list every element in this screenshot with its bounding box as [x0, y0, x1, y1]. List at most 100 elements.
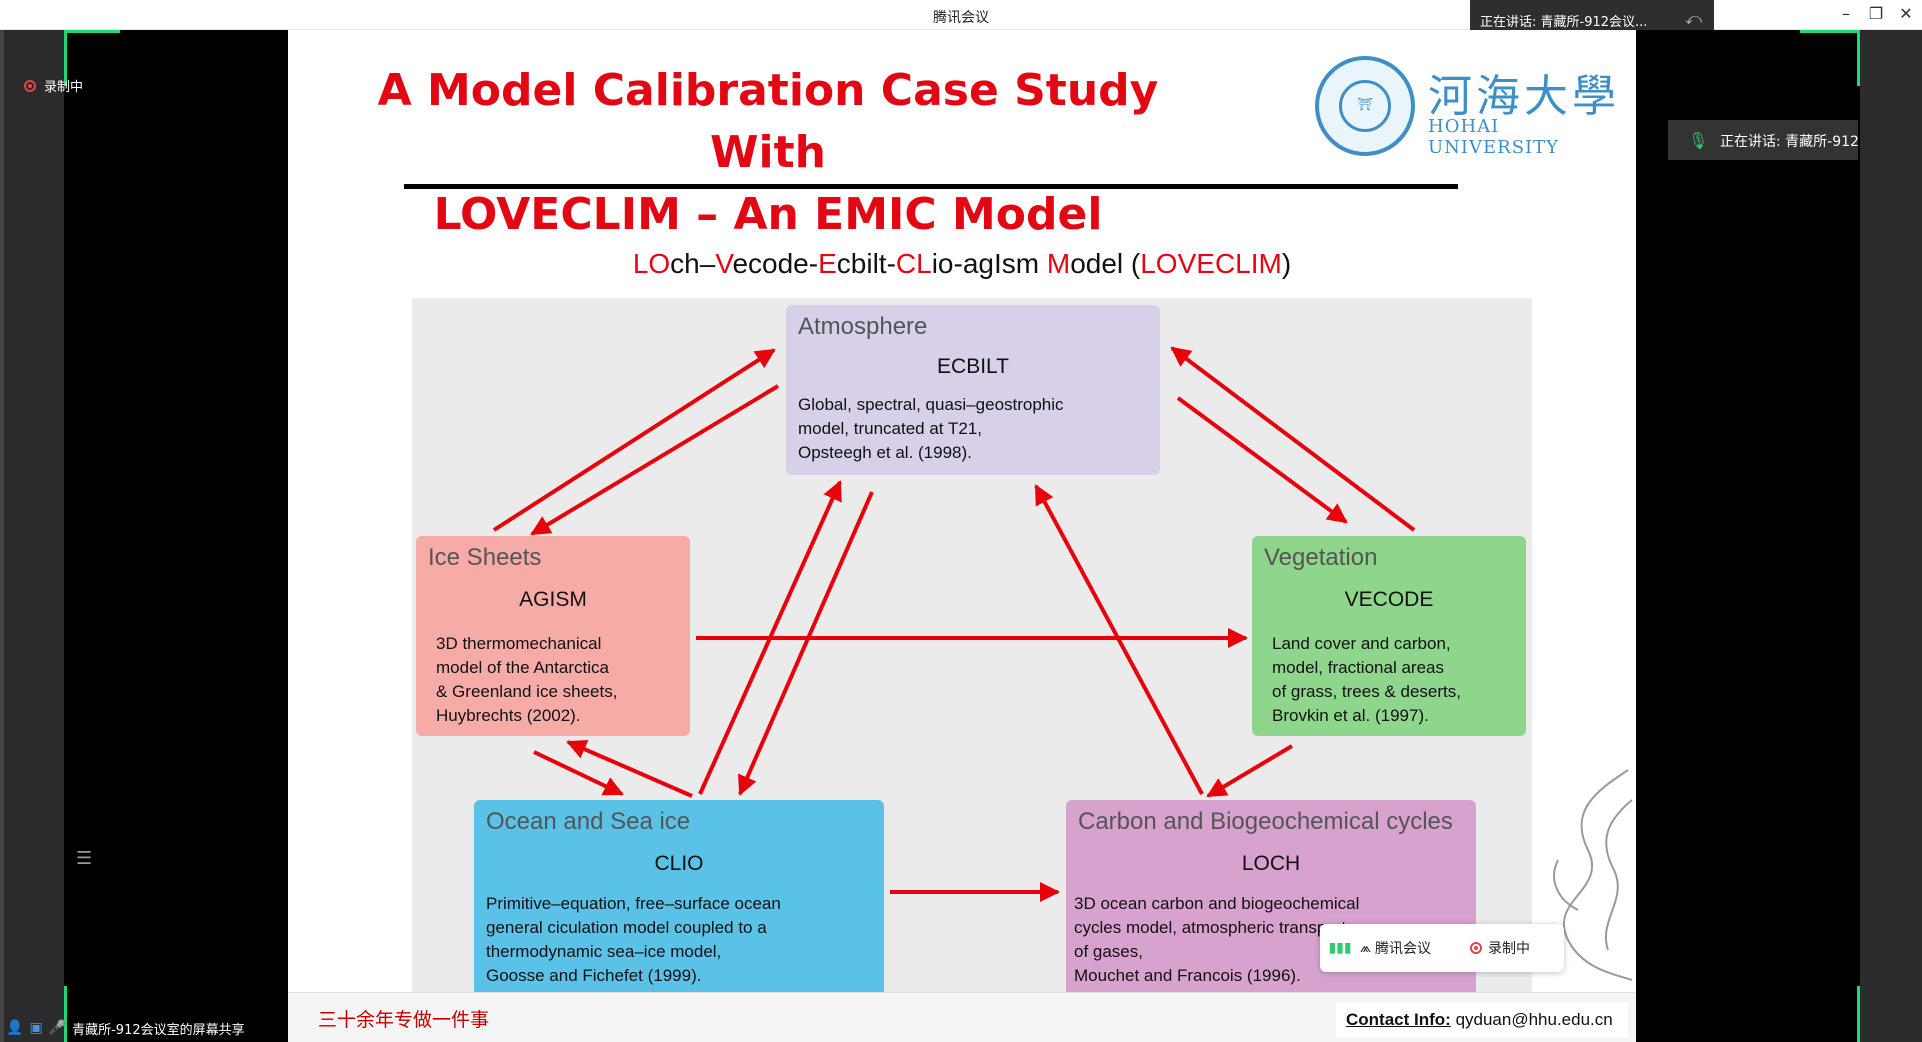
desc-line: Opsteegh et al. (1998).	[798, 443, 972, 462]
box-model-name: ECBILT	[937, 355, 1009, 378]
arrow-carbon-to-atm	[1034, 484, 1204, 795]
desc-line: Mouchet and Francois (1996).	[1074, 966, 1301, 985]
desc-line: general ciculation model coupled to a	[486, 918, 767, 937]
tencent-meeting-logo: ⩕	[1360, 940, 1372, 956]
vegetation-box: Vegetation VECODE Land cover and carbon,…	[1252, 536, 1526, 736]
title-divider	[404, 184, 1458, 189]
desc-line: 3D ocean carbon and biogeochemical	[1074, 894, 1360, 913]
subtitle-part: io-agIsm	[931, 248, 1047, 279]
desc-line: cycles model, atmospheric transport	[1074, 918, 1347, 937]
ice-sheets-box: Ice Sheets AGISM 3D thermomechanical mod…	[416, 536, 690, 736]
subtitle-part: CL	[895, 248, 932, 279]
mic-icon: 🎤	[48, 1020, 67, 1036]
share-status-text: 青藏所-912会议室的屏幕共享	[72, 1022, 245, 1038]
seal-inner: ⛩	[1339, 80, 1391, 132]
recording-float-label: 录制中	[1488, 941, 1530, 957]
recording-indicator: 录制中	[24, 76, 83, 95]
meeting-floating-bar[interactable]: ▮▮▮ ⩕ 腾讯会议 录制中	[1320, 924, 1564, 972]
desc-line: & Greenland ice sheets,	[436, 682, 618, 701]
mic-icon: 🎙	[1688, 131, 1709, 150]
user-icon: 👤	[6, 1020, 24, 1036]
subtitle-part: cbilt-	[836, 248, 896, 279]
speaking-indicator-right: 🎙 正在讲话: 青藏所-912会	[1668, 120, 1858, 160]
record-icon	[24, 79, 36, 92]
slide-title-line2: LOVECLIM – An EMIC Model	[433, 189, 1103, 240]
subtitle-part: )	[1281, 248, 1292, 279]
desc-line: 3D thermomechanical	[436, 634, 602, 653]
subtitle-part: V	[715, 248, 733, 279]
speaking-text: 正在讲话: 青藏所-912会议...	[1480, 15, 1648, 30]
contact-label: Contact Info:	[1346, 1010, 1451, 1029]
box-model-name: CLIO	[654, 852, 704, 875]
subtitle-part: ecode-	[732, 248, 819, 279]
subtitle-part: odel (	[1070, 248, 1141, 279]
arrow-veg-to-carbon	[1206, 744, 1294, 798]
slide-title-line1: A Model Calibration Case Study With	[377, 65, 1159, 178]
box-model-name: VECODE	[1344, 588, 1434, 611]
arrow-atm-to-veg	[1176, 396, 1348, 524]
signal-icon: ▮▮▮	[1328, 940, 1352, 956]
record-icon	[1470, 942, 1482, 954]
arrow-veg-to-atm	[1170, 346, 1416, 532]
logo-english-name: HOHAI UNIVERSITY	[1428, 116, 1560, 158]
brand-label: 腾讯会议	[1375, 941, 1432, 957]
subtitle-part: LOVECLIM	[1140, 248, 1282, 279]
speaking-indicator-top: 正在讲话: 青藏所-912会议... ⤺	[1470, 0, 1714, 37]
window-title: 腾讯会议	[933, 10, 989, 26]
left-edge	[0, 30, 4, 1042]
right-panel	[1860, 30, 1922, 1042]
share-status: 👤 ▣ 🎤 青藏所-912会议室的屏幕共享	[0, 1014, 290, 1042]
active-frame-corner	[64, 30, 120, 33]
box-header: Atmosphere	[798, 313, 928, 340]
box-header: Vegetation	[1264, 544, 1378, 571]
dragon-watermark	[1553, 769, 1633, 981]
contact-email: qyduan@hhu.edu.cn	[1455, 1010, 1613, 1029]
restore-icon[interactable]: ❐	[1868, 4, 1884, 23]
hohai-seal-logo: ⛩	[1315, 56, 1415, 156]
box-model-name: LOCH	[1241, 852, 1301, 875]
speaking-right-text: 正在讲话: 青藏所-912会	[1720, 134, 1858, 150]
desc-line: Huybrechts (2002).	[436, 706, 581, 725]
desc-line: Brovkin et al. (1997).	[1272, 706, 1429, 725]
box-header: Ocean and Sea ice	[486, 808, 691, 835]
active-frame-corner	[1857, 30, 1860, 86]
logo-chinese-name: 河海大學	[1428, 71, 1620, 122]
minimize-icon[interactable]: –	[1842, 4, 1850, 23]
desc-line: Land cover and carbon,	[1272, 634, 1451, 653]
slide-title: A Model Calibration Case Study With LOVE…	[318, 60, 1218, 246]
tencent-meeting-brand[interactable]: ⩕ 腾讯会议	[1360, 938, 1470, 958]
active-frame-corner	[1857, 986, 1860, 1042]
box-header: Carbon and Biogeochemical cycles	[1078, 808, 1453, 835]
active-frame-corner	[1800, 30, 1860, 33]
recording-label: 录制中	[44, 80, 84, 95]
subtitle-part: LO	[632, 248, 671, 279]
atmosphere-box: Atmosphere ECBILT Global, spectral, quas…	[786, 305, 1160, 475]
desc-line: model of the Antarctica	[436, 658, 609, 677]
desc-line: model, truncated at T21,	[798, 419, 982, 438]
desc-line: Goosse and Fichefet (1999).	[486, 966, 702, 985]
box-header: Ice Sheets	[428, 544, 542, 571]
subtitle-part: E	[818, 248, 837, 279]
list-icon[interactable]: ☰	[76, 848, 93, 869]
active-frame-corner	[64, 30, 67, 86]
arrow-atm-to-ocean	[738, 491, 874, 796]
pin-icon[interactable]: ⤺	[1684, 9, 1702, 28]
desc-line: Global, spectral, quasi–geostrophic	[798, 395, 1064, 414]
share-icon: ▣	[29, 1020, 43, 1036]
arrow-ocean-to-ice	[566, 740, 693, 798]
box-description: Primitive–equation, free–surface ocean g…	[486, 892, 781, 988]
desc-line: of grass, trees & deserts,	[1272, 682, 1461, 701]
recording-button[interactable]: 录制中	[1470, 938, 1530, 958]
arrow-ocean-to-atm	[698, 480, 842, 795]
coupling-arrows	[492, 346, 1416, 902]
box-model-name: AGISM	[519, 588, 587, 611]
subtitle-part: M	[1046, 248, 1071, 279]
arrow-atm-to-ice	[530, 384, 780, 536]
subtitle-part: ch–	[670, 248, 716, 279]
desc-line: model, fractional areas	[1272, 658, 1444, 677]
box-description: Global, spectral, quasi–geostrophic mode…	[798, 393, 1064, 465]
shared-slide: A Model Calibration Case Study With LOVE…	[288, 30, 1636, 1042]
active-frame-corner	[64, 986, 67, 1042]
close-icon[interactable]: ✕	[1899, 4, 1913, 23]
arrow-ice-to-atm	[492, 348, 776, 532]
